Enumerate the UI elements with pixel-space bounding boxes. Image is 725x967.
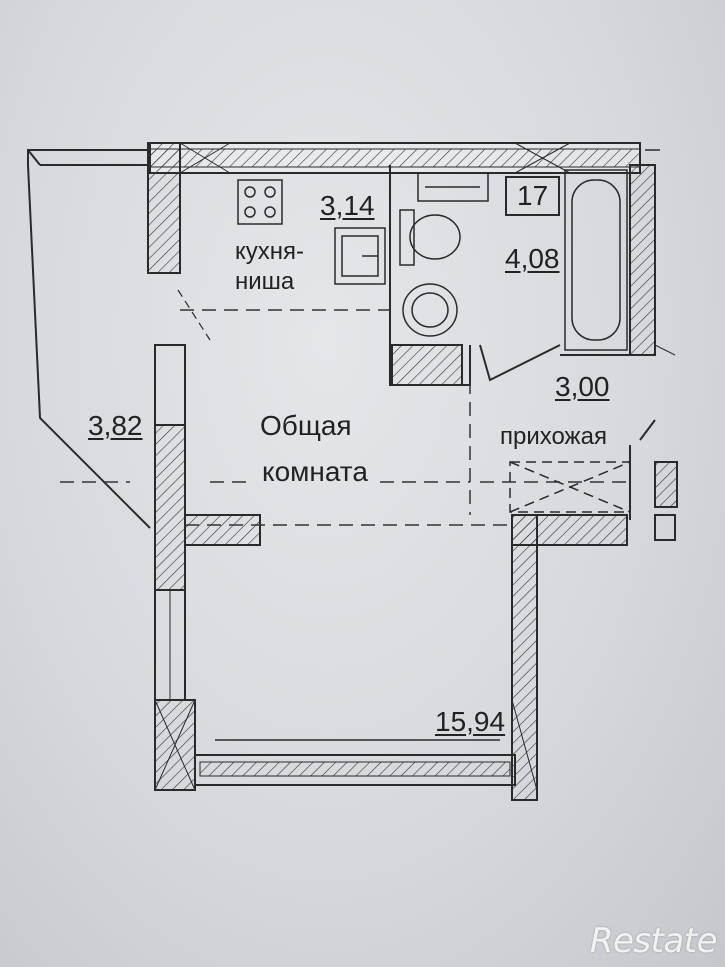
entry-door [629, 419, 678, 541]
top-wall [149, 142, 660, 174]
balcony-outline [27, 149, 151, 529]
balcony-area-label: 3,82 [88, 410, 143, 441]
hallway-area-label: 3,00 [555, 371, 610, 402]
kitchen-sink-icon [334, 227, 386, 285]
hallway-wardrobe [509, 461, 631, 513]
living-room-area-label: 15,94 [435, 706, 506, 737]
hallway-name-label: прихожая [500, 423, 607, 450]
kitchen-area-label: 3,14 [320, 190, 375, 221]
kitchen-name-line2: ниша [235, 268, 295, 295]
toilet-icon [399, 209, 461, 266]
partition-stub [184, 514, 261, 546]
dashed-lines [60, 309, 630, 526]
apartment-number: 17 [505, 176, 561, 216]
living-room-name-line2: комната [262, 456, 368, 487]
kitchen-door [177, 289, 211, 341]
left-wall [147, 142, 196, 791]
restate-watermark: Restate [589, 921, 718, 961]
kitchen-name-line1: кухня- [235, 238, 305, 265]
bottom-wall [194, 739, 516, 786]
right-wall [511, 514, 628, 801]
bathroom-walls [389, 164, 676, 386]
washbasin-icon [402, 283, 458, 337]
shelf-icon [417, 172, 489, 202]
bathroom-area-label: 4,08 [505, 243, 560, 274]
bathtub-icon [564, 169, 628, 351]
living-room-name-line1: Общая [260, 410, 352, 441]
stove-icon [237, 179, 283, 225]
